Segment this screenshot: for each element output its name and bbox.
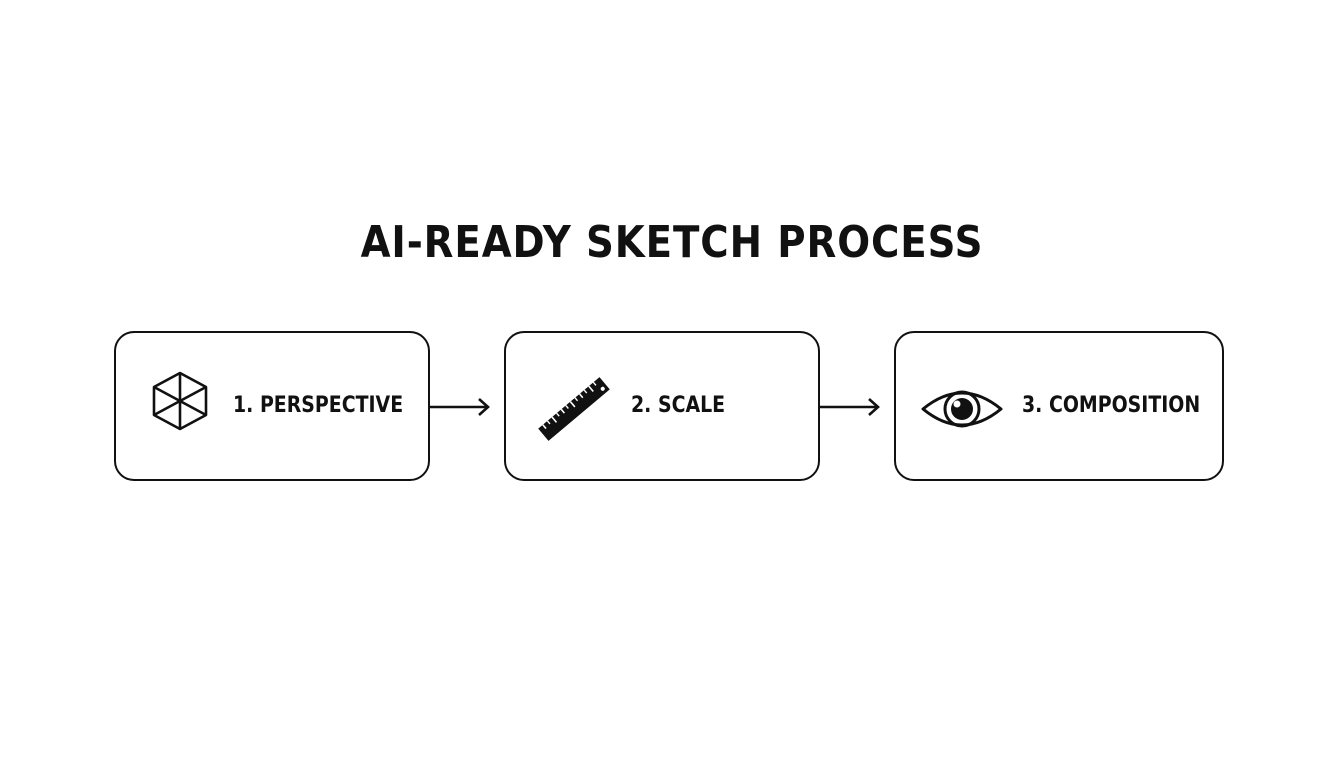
arrow-right-icon: [430, 398, 490, 416]
step-box-scale: 2. SCALE: [504, 331, 820, 481]
arrow-right-icon: [820, 398, 880, 416]
diagram-title: AI-READY SKETCH PROCESS: [360, 217, 984, 268]
step-label-scale: 2. SCALE: [631, 393, 726, 418]
eye-icon: [920, 369, 1004, 453]
ruler-icon: [536, 369, 612, 453]
step-box-perspective: 1. PERSPECTIVE: [114, 331, 430, 481]
cube-icon: [150, 369, 210, 437]
step-label-perspective: 1. PERSPECTIVE: [233, 393, 404, 418]
step-box-composition: 3. COMPOSITION: [894, 331, 1224, 481]
step-label-composition: 3. COMPOSITION: [1022, 393, 1201, 418]
